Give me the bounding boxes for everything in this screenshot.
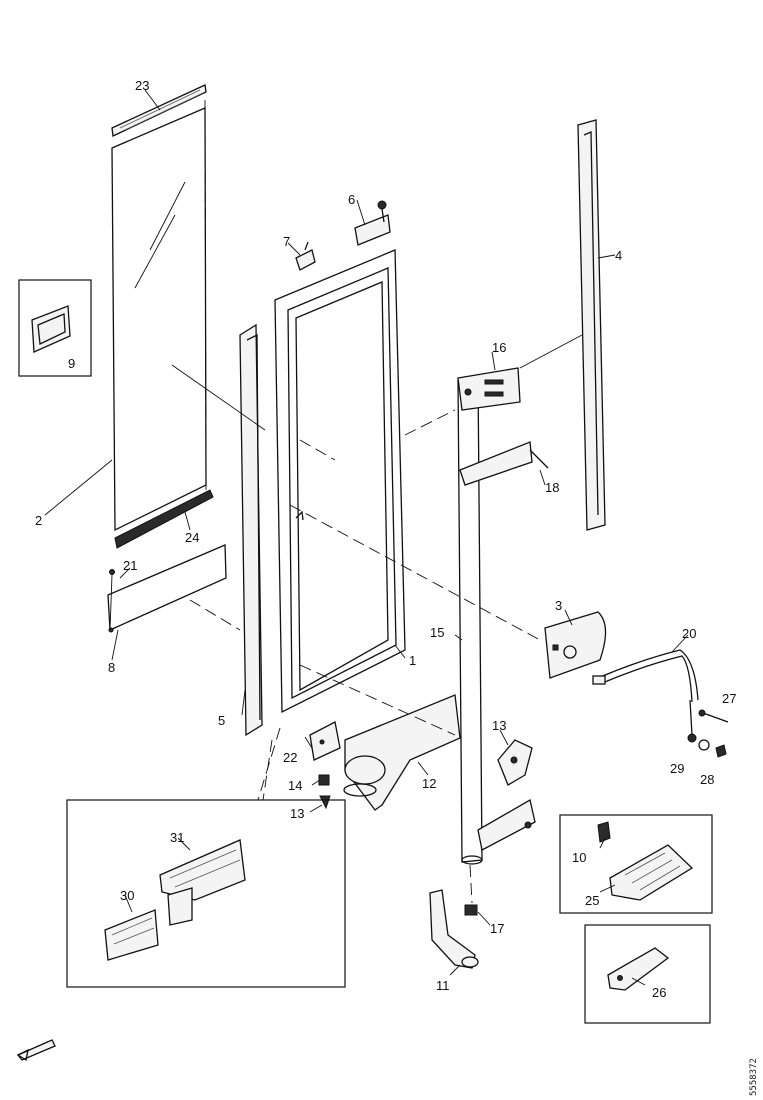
- part-4-right-strip: [577, 119, 606, 531]
- part-22-bracket: [309, 721, 341, 761]
- direction-arrow-icon: [16, 1039, 56, 1062]
- part-11-bottom-hinge: [429, 889, 479, 969]
- part-8-lower-strip: [107, 544, 227, 633]
- part-29-washer: [698, 739, 710, 751]
- callout-25: 25: [585, 893, 599, 908]
- part-6-hinge: [354, 200, 391, 246]
- callout-30: 30: [120, 888, 134, 903]
- callout-24: 24: [185, 530, 199, 545]
- part-3-hinge-plate: [544, 611, 607, 679]
- part-26-inset: [584, 924, 711, 1024]
- drawing-code: 5558372: [749, 1058, 759, 1096]
- part-24-bottom-trim: [114, 489, 214, 549]
- callout-21: 21: [123, 558, 137, 573]
- part-lower-arm: [477, 798, 536, 851]
- part-10-25-inset: [559, 814, 713, 914]
- callout-12: 12: [422, 776, 436, 791]
- part-2-glass-panel: [111, 99, 207, 532]
- part-14-bushing: [318, 774, 330, 786]
- part-20-cable: [592, 649, 699, 703]
- callout-23: 23: [135, 78, 149, 93]
- callout-14: 14: [288, 778, 302, 793]
- part-13-bracket-b: [497, 739, 533, 786]
- part-17-bushing: [464, 904, 478, 916]
- callout-15: 15: [430, 625, 444, 640]
- callout-8: 8: [108, 660, 115, 675]
- callout-22: 22: [283, 750, 297, 765]
- callout-5: 5: [218, 713, 225, 728]
- callout-4: 4: [615, 248, 622, 263]
- callout-17: 17: [490, 921, 504, 936]
- part-18-arm: [459, 441, 549, 486]
- callout-2: 2: [35, 513, 42, 528]
- part-20-end: [687, 699, 697, 743]
- part-16-bracket: [457, 367, 521, 411]
- leader-lines: [44, 89, 689, 986]
- part-7-clip: [295, 241, 316, 271]
- part-27-screw: [698, 709, 729, 723]
- part-1-door-frame: [274, 249, 406, 714]
- callout-labels: 23 9 2 24 21 8 7 6 4 16 18 5 1 15 3 20 2…: [35, 78, 736, 1000]
- part-12-lower-cover: [343, 694, 461, 811]
- part-15-tube: [457, 374, 483, 865]
- callout-28: 28: [700, 772, 714, 787]
- callout-31: 31: [170, 830, 184, 845]
- callout-3: 3: [555, 598, 562, 613]
- part-5-left-profile: [239, 323, 263, 737]
- callout-13-right: 13: [492, 718, 506, 733]
- callout-18: 18: [545, 480, 559, 495]
- callout-11: 11: [436, 978, 450, 993]
- callout-6: 6: [348, 192, 355, 207]
- callout-29: 29: [670, 761, 684, 776]
- callout-1: 1: [409, 653, 416, 668]
- part-9-inset: [18, 279, 92, 377]
- part-23-top-trim: [111, 84, 207, 137]
- callout-20: 20: [682, 626, 696, 641]
- part-28-nut: [715, 744, 727, 758]
- part-30-31-inset: [66, 799, 346, 988]
- part-13-screw-a: [319, 795, 331, 810]
- callout-26: 26: [652, 985, 666, 1000]
- callout-13-left: 13: [290, 806, 304, 821]
- callout-10: 10: [572, 850, 586, 865]
- callout-27: 27: [722, 691, 736, 706]
- callout-7: 7: [283, 234, 290, 249]
- callout-16: 16: [492, 340, 506, 355]
- callout-9: 9: [68, 356, 75, 371]
